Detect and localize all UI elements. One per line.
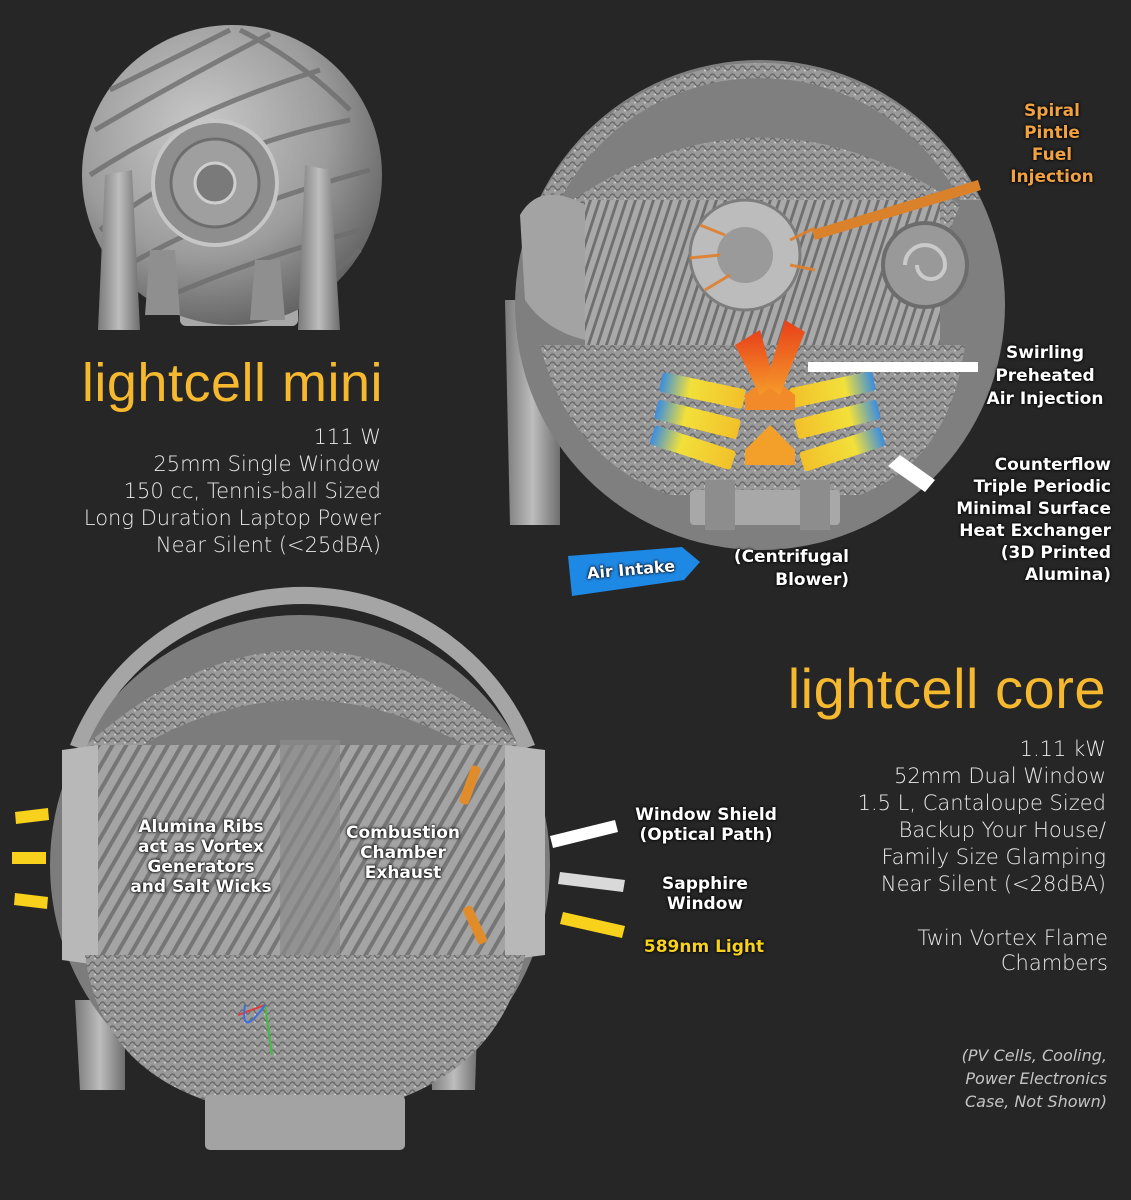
blower-line-2: Blower) (775, 570, 849, 590)
fuel-line-1: Spiral (1024, 101, 1080, 121)
mini-spec-noise: Near Silent (<25dBA) (155, 533, 381, 557)
mini-spec-window: 25mm Single Window (153, 452, 381, 476)
mini-leg-left (98, 170, 140, 330)
mini-spec-power: 111 W (313, 425, 381, 449)
fuel-line-4: Injection (1010, 167, 1094, 187)
core-extra: Twin Vortex Flame Chambers (917, 926, 1108, 976)
sapphire-window-label: Sapphire Window (648, 874, 762, 914)
blower-line-1: (Centrifugal (733, 547, 849, 567)
shield-line-2: (Optical Path) (639, 825, 773, 845)
heat-exchanger-arrow (888, 455, 935, 492)
exhaust-line-2: Chamber (360, 843, 446, 863)
fuel-arrow (812, 180, 981, 240)
blower-label: (Centrifugal Blower) (734, 546, 849, 592)
core-extra-line-1: Twin Vortex Flame (917, 926, 1108, 950)
mini-spec-size: 150 cc, Tennis-ball Sized (123, 479, 381, 503)
hx-line-2: Triple Periodic (973, 477, 1111, 497)
core-extra-line-2: Chambers (1000, 951, 1108, 975)
hx-line-1: Counterflow (994, 455, 1111, 475)
window-right (505, 745, 545, 960)
alumina-ribs-label: Alumina Ribs act as Vortex Generators an… (118, 817, 284, 897)
sapphire-arrow (558, 872, 625, 892)
flame-plumes (735, 320, 805, 395)
air-injection-line-2: Preheated (995, 366, 1095, 386)
core-title: lightcell core (787, 657, 1106, 720)
light-ray-3 (14, 893, 48, 909)
mini-device (82, 25, 382, 330)
core-note: (PV Cells, Cooling, Power Electronics Ca… (962, 1044, 1107, 1113)
heat-exchanger (650, 371, 886, 472)
fuel-injection-label: Spiral Pintle Fuel Injection (1000, 100, 1104, 188)
core-spec-size: 1.5 L, Cantaloupe Sized (857, 791, 1106, 815)
ribs-line-2: act as Vortex (137, 837, 264, 857)
core-spec-use-1: Backup Your House/ (898, 818, 1106, 842)
light-label: 589nm Light (643, 937, 765, 957)
sapphire-line-2: Window (666, 894, 744, 914)
hx-line-4: Heat Exchanger (959, 521, 1111, 541)
exhaust-line-1: Combustion (346, 823, 460, 843)
callout-arrows-top (568, 180, 981, 596)
core-cutaway-bottom (50, 586, 550, 1150)
core-cutaway-top (505, 60, 1005, 550)
hx-line-5: (3D Printed (1000, 543, 1111, 563)
air-injection-line-1: Swirling (1005, 343, 1085, 363)
exhaust-line-3: Exhaust (364, 863, 442, 883)
mini-title: lightcell mini (81, 353, 383, 413)
core-spec-use-2: Family Size Glamping (881, 845, 1106, 869)
window-shield-arrow (550, 820, 618, 848)
window-shield-label: Window Shield (Optical Path) (622, 805, 790, 845)
mini-spec-list: 111 W 25mm Single Window 150 cc, Tennis-… (84, 424, 381, 559)
core-bottom-lower-lattice (85, 955, 525, 1105)
axis-gizmo (237, 1004, 273, 1056)
air-injection-arrow (808, 362, 978, 372)
exhaust-label: Combustion Chamber Exhaust (335, 823, 471, 883)
air-injection-line-3: Air Injection (986, 389, 1104, 409)
callout-arrows-bottom (12, 808, 625, 938)
core-note-line-1: (PV Cells, Cooling, (961, 1046, 1107, 1065)
ribs-line-3: Generators (147, 857, 255, 877)
air-injection-label: Swirling Preheated Air Injection (978, 342, 1112, 411)
heat-exchanger-label: Counterflow Triple Periodic Minimal Surf… (956, 454, 1111, 586)
light-out-arrow (560, 912, 625, 938)
air-intake-arrow (568, 547, 700, 596)
core-spec-power: 1.11 kW (1019, 737, 1106, 761)
mini-spec-use: Long Duration Laptop Power (83, 506, 381, 530)
core-spec-window: 52mm Dual Window (894, 764, 1106, 788)
core-bottom-base (205, 1095, 405, 1150)
fuel-line-3: Fuel (1031, 145, 1073, 165)
hx-line-6: Alumina) (1025, 565, 1111, 585)
shield-line-1: Window Shield (635, 805, 777, 825)
sapphire-line-1: Sapphire (662, 874, 748, 894)
hx-line-3: Minimal Surface (956, 499, 1111, 519)
core-note-line-3: Case, Not Shown) (965, 1092, 1107, 1111)
ribs-line-4: and Salt Wicks (130, 877, 272, 897)
core-spec-list: 1.11 kW 52mm Dual Window 1.5 L, Cantalou… (858, 736, 1106, 898)
core-spec-noise: Near Silent (<28dBA) (880, 872, 1106, 896)
fuel-line-2: Pintle (1024, 123, 1080, 143)
light-ray-1 (15, 808, 49, 824)
scroll-volute (881, 221, 969, 309)
light-ray-2 (12, 852, 46, 864)
mini-leg-right (298, 165, 340, 330)
ribs-line-1: Alumina Ribs (138, 817, 264, 837)
window-left (62, 745, 98, 965)
core-note-line-2: Power Electronics (965, 1069, 1107, 1088)
